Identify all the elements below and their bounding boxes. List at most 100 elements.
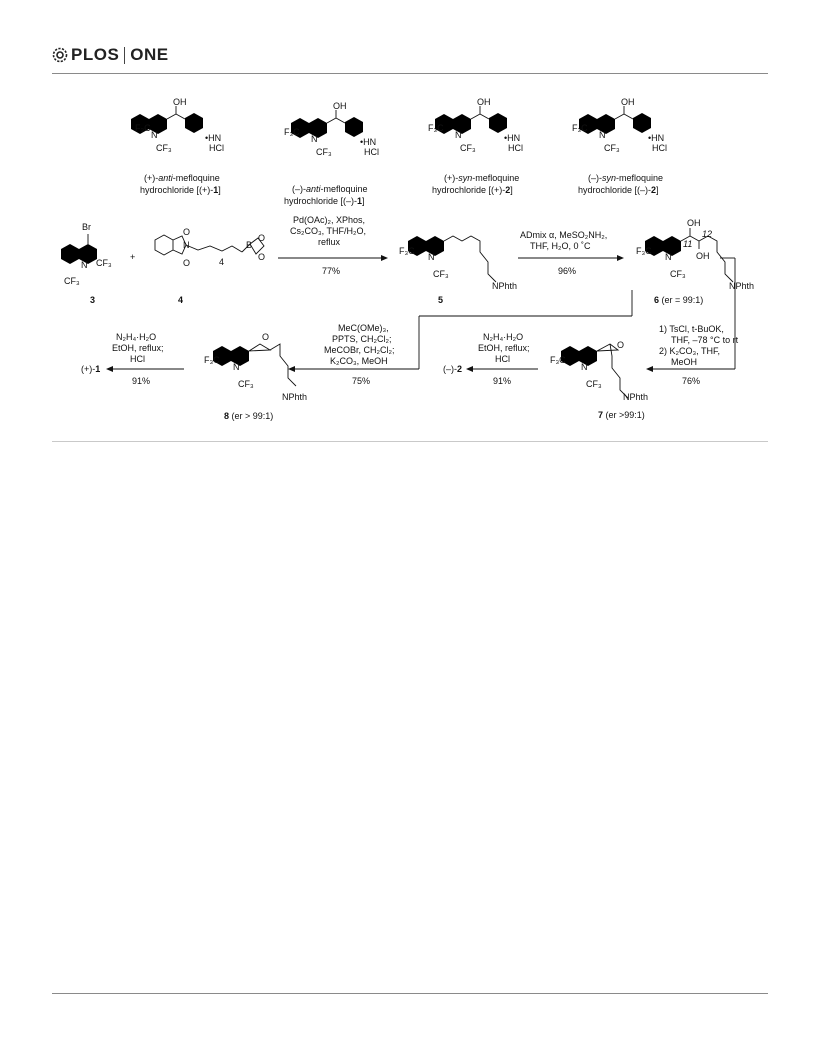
m1-hn-label: •HN [205, 133, 221, 143]
compound-8-structure: O F₃C N CF₃ NPhth [204, 332, 307, 402]
r3-yield: 76% [682, 376, 700, 386]
r3-line2: THF, –78 °C to rt [671, 335, 739, 345]
c5-nphth-label: NPhth [492, 281, 517, 291]
c5-cf3-label: CF₃ [433, 269, 449, 279]
reaction-arrow-4 [466, 366, 538, 372]
plos-one-logo[interactable]: PLOS ONE [52, 43, 169, 67]
m2-hcl-label: HCl [364, 147, 379, 157]
c3-br-label: Br [82, 222, 91, 232]
compound-5-label: 5 [438, 295, 443, 305]
m1-caption-line1: (+)-anti-mefloquine [144, 173, 220, 183]
synthesis-scheme-svg: OH F₃C CF₃ N •HN HCl (+)-anti-mefloquine… [61, 97, 754, 421]
r4-line1: N₂H₄·H₂O [483, 332, 523, 342]
m3-hn-label: •HN [504, 133, 520, 143]
m4-oh-label: OH [621, 97, 635, 107]
m3-hcl-label: HCl [508, 143, 523, 153]
c5-n-label: N [428, 252, 435, 262]
c6-n-label: N [665, 252, 672, 262]
m4-f3c-label: F₃C [572, 123, 588, 133]
compound-7-structure: O F₃C N CF₃ NPhth [550, 340, 648, 402]
m2-cf3-label: CF₃ [316, 147, 332, 157]
compound-4-label: 4 [178, 295, 183, 305]
c3-cf3-label: CF₃ [96, 258, 112, 268]
r3-line4: MeOH [671, 357, 697, 367]
m4-caption-line2: hydrochloride [(–)-2] [578, 185, 659, 195]
m3-caption-line2: hydrochloride [(+)-2] [432, 185, 513, 195]
c8-o-label: O [262, 332, 269, 342]
c6-oh1-label: OH [687, 218, 701, 228]
r5-line2: PPTS, CH₂Cl₂; [332, 334, 392, 344]
c5-f3c-label: F₃C [399, 246, 415, 256]
r2-yield: 96% [558, 266, 576, 276]
anti-mefloquine-minus-structure: OH F₃C CF₃ N •HN HCl [284, 101, 379, 157]
r5-line4: K₂CO₃, MeOH [330, 356, 388, 366]
compound-5-structure: F₃C N CF₃ NPhth [399, 235, 517, 291]
c6-c11-label: 11 [683, 239, 692, 249]
r1-line2: Cs₂CO₃, THF/H₂O, [290, 226, 366, 236]
m3-cf3-label: CF₃ [460, 143, 476, 153]
logo-plos-text: PLOS [71, 45, 120, 64]
c4-o-bottom-label: O [183, 258, 190, 268]
reaction-arrow-6 [106, 366, 184, 372]
m2-hn-label: •HN [360, 137, 376, 147]
m1-n-label: N [151, 130, 158, 140]
c8-nphth-label: NPhth [282, 392, 307, 402]
c8-f3c-label: F₃C [204, 355, 220, 365]
m4-cf3-label: CF₃ [604, 143, 620, 153]
m3-n-label: N [455, 130, 462, 140]
r6-line2: EtOH, reflux; [112, 343, 164, 353]
c6-cf3-label: CF₃ [670, 269, 686, 279]
c6-nphth-label: NPhth [729, 281, 754, 291]
logo-one-text: ONE [130, 45, 169, 64]
syn-mefloquine-plus-structure: OH F₃C CF₃ N •HN HCl [428, 97, 523, 153]
branch-connector-right [646, 257, 736, 372]
footer-rule [52, 993, 768, 994]
c3-n-label: N [81, 260, 88, 270]
c7-cf3-label: CF₃ [586, 379, 602, 389]
m3-f3c-label: F₃C [428, 123, 444, 133]
r3-line1: 1) TsCl, t-BuOK, [659, 324, 724, 334]
syn-mefloquine-minus-structure: OH F₃C CF₃ N •HN HCl [572, 97, 667, 153]
c3-cf3b-label: CF₃ [64, 276, 80, 286]
m4-hn-label: •HN [648, 133, 664, 143]
c8-cf3-label: CF₃ [238, 379, 254, 389]
compound-3-structure: Br N CF₃ CF₃ [61, 222, 112, 286]
r1-line1: Pd(OAc)₂, XPhos, [293, 215, 365, 225]
compound-3-label: 3 [90, 295, 95, 305]
c4-o-top-label: O [183, 227, 190, 237]
compound-7-label: 7 (er >99:1) [598, 410, 645, 420]
c6-c12-label: 12 [702, 229, 712, 239]
m2-f3c-label: F₃C [284, 127, 300, 137]
r2-line2: THF, H₂O, 0 ˚C [530, 241, 591, 251]
c6-f3c-label: F₃C [636, 246, 652, 256]
r1-yield: 77% [322, 266, 340, 276]
plos-logo-icon [52, 47, 68, 63]
m1-hcl-label: HCl [209, 143, 224, 153]
r6-product: (+)-1 [81, 364, 100, 374]
m2-caption-line1: (–)-anti-mefloquine [292, 184, 368, 194]
c7-o-label: O [617, 340, 624, 350]
c7-nphth-label: NPhth [623, 392, 648, 402]
r5-line1: MeC(OMe)₃, [338, 323, 389, 333]
r4-product: (–)-2 [443, 364, 462, 374]
m4-n-label: N [599, 130, 606, 140]
m2-n-label: N [311, 134, 318, 144]
m1-cf3-label: CF₃ [156, 143, 172, 153]
m1-caption-line2: hydrochloride [(+)-1] [140, 185, 221, 195]
c8-n-label: N [233, 362, 240, 372]
m1-f3c-label: F₃C [135, 123, 151, 133]
m4-caption-line1: (–)-syn-mefloquine [588, 173, 663, 183]
r4-line3: HCl [495, 354, 510, 364]
r4-yield: 91% [493, 376, 511, 386]
page-header: PLOS ONE [0, 0, 816, 76]
r6-yield: 91% [132, 376, 150, 386]
r4-line2: EtOH, reflux; [478, 343, 530, 353]
m4-hcl-label: HCl [652, 143, 667, 153]
compound-6-structure: OH OH 12 11 F₃C N CF₃ NPhth [636, 218, 754, 291]
reaction-arrow-2 [518, 255, 624, 261]
r5-yield: 75% [352, 376, 370, 386]
m1-oh-label: OH [173, 97, 187, 107]
logo-divider [124, 46, 126, 64]
compound-6-label: 6 (er = 99:1) [654, 295, 703, 305]
header-rule [52, 73, 768, 74]
